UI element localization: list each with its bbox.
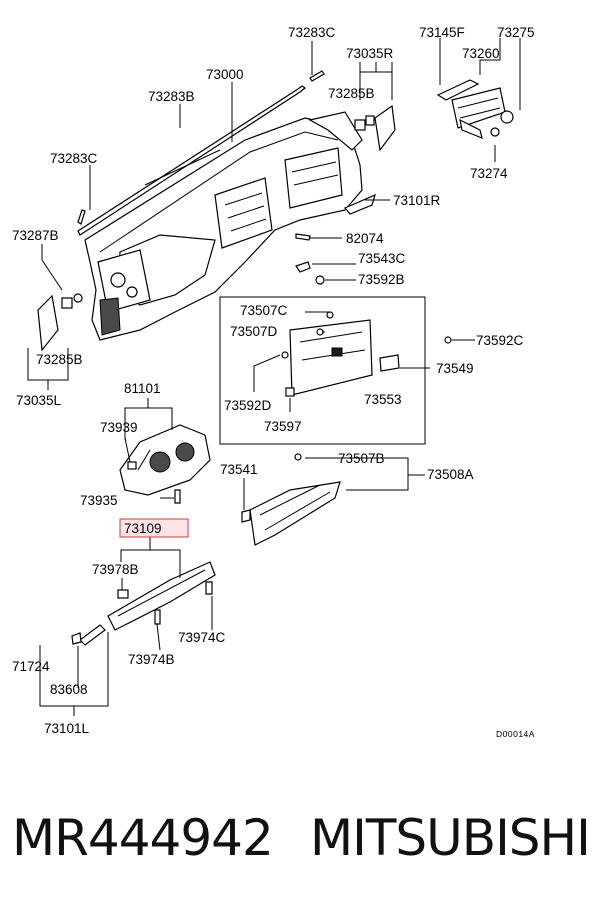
clip-73543C xyxy=(295,261,311,273)
clip-73939 xyxy=(127,461,137,470)
bolt-73274 xyxy=(490,127,500,137)
label-73285B-top: 73285B xyxy=(328,86,375,101)
label-73260: 73260 xyxy=(462,46,500,61)
label-73283C-top: 73283C xyxy=(288,25,336,40)
cover-73101L xyxy=(79,624,106,646)
dash-trim-clip-top xyxy=(309,70,325,82)
label-73285B-left: 73285B xyxy=(36,352,83,367)
latch-73553 xyxy=(379,354,400,372)
dash-top-trim-strip xyxy=(77,85,307,236)
label-73974C: 73974C xyxy=(178,630,226,645)
glovebox-door-frame xyxy=(219,296,426,445)
label-73000: 73000 xyxy=(206,67,244,82)
screw-73974C xyxy=(205,581,213,595)
label-73592C: 73592C xyxy=(476,333,524,348)
label-73287B: 73287B xyxy=(12,228,59,243)
clip-71724 xyxy=(71,632,82,645)
label-73592B: 73592B xyxy=(358,272,405,287)
label-73101L: 73101L xyxy=(44,721,90,736)
label-73978B: 73978B xyxy=(92,562,139,577)
label-81101: 81101 xyxy=(124,381,161,396)
dash-trim-strip-left xyxy=(77,209,86,225)
cap-73275 xyxy=(500,110,514,124)
label-73507D: 73507D xyxy=(230,324,278,339)
brand-name: MITSUBISHI xyxy=(310,809,591,867)
diagram-ref: D00014A xyxy=(496,729,535,739)
label-73283B: 73283B xyxy=(148,89,195,104)
highlight-box-73109 xyxy=(119,518,189,538)
label-73035L: 73035L xyxy=(16,393,62,408)
label-73541: 73541 xyxy=(220,462,258,477)
label-73974B: 73974B xyxy=(128,652,175,667)
clip-73285B-top-2 xyxy=(365,115,375,126)
dashboard-panel xyxy=(84,111,363,341)
label-73553: 73553 xyxy=(364,392,402,407)
screw-73974B xyxy=(154,609,161,625)
label-73939: 73939 xyxy=(100,420,138,435)
label-73145F: 73145F xyxy=(419,25,465,40)
parts-diagram: 73283C 73035R 73145F 73275 73260 73000 7… xyxy=(12,25,535,739)
label-73109: 73109 xyxy=(124,521,162,536)
clip-73287B-bolt xyxy=(73,293,83,303)
bolt-73507B xyxy=(294,453,302,461)
glovebox-73508A xyxy=(249,481,341,546)
label-73507B: 73507B xyxy=(338,451,385,466)
label-73597: 73597 xyxy=(264,419,302,434)
label-73101R: 73101R xyxy=(393,193,441,208)
label-73543C: 73543C xyxy=(358,251,406,266)
side-cover-left xyxy=(37,294,59,352)
glovebox-door xyxy=(289,319,373,396)
leader-lines xyxy=(27,38,521,716)
console-panel-top-right xyxy=(436,79,480,101)
bolt-82074 xyxy=(295,233,311,241)
label-73035R: 73035R xyxy=(346,46,394,61)
label-73274: 73274 xyxy=(470,166,508,181)
clip-73592B xyxy=(315,275,325,285)
part-number: MR444942 xyxy=(12,809,274,867)
clip-73978B xyxy=(117,589,129,599)
label-73592D: 73592D xyxy=(224,398,272,413)
label-73508A: 73508A xyxy=(427,467,474,482)
clip-73287B xyxy=(61,297,73,309)
screw-73935 xyxy=(174,489,181,504)
label-73283C-left: 73283C xyxy=(50,151,98,166)
clip-73541 xyxy=(241,509,251,523)
label-82074: 82074 xyxy=(346,231,384,246)
label-73935: 73935 xyxy=(80,493,118,508)
label-83608: 83608 xyxy=(50,682,88,697)
side-cover-right xyxy=(374,104,396,152)
label-71724: 71724 xyxy=(12,659,50,674)
label-73549: 73549 xyxy=(436,361,474,376)
label-73275: 73275 xyxy=(497,25,535,40)
label-73507C: 73507C xyxy=(240,303,288,318)
clip-73285B-top xyxy=(354,119,366,131)
